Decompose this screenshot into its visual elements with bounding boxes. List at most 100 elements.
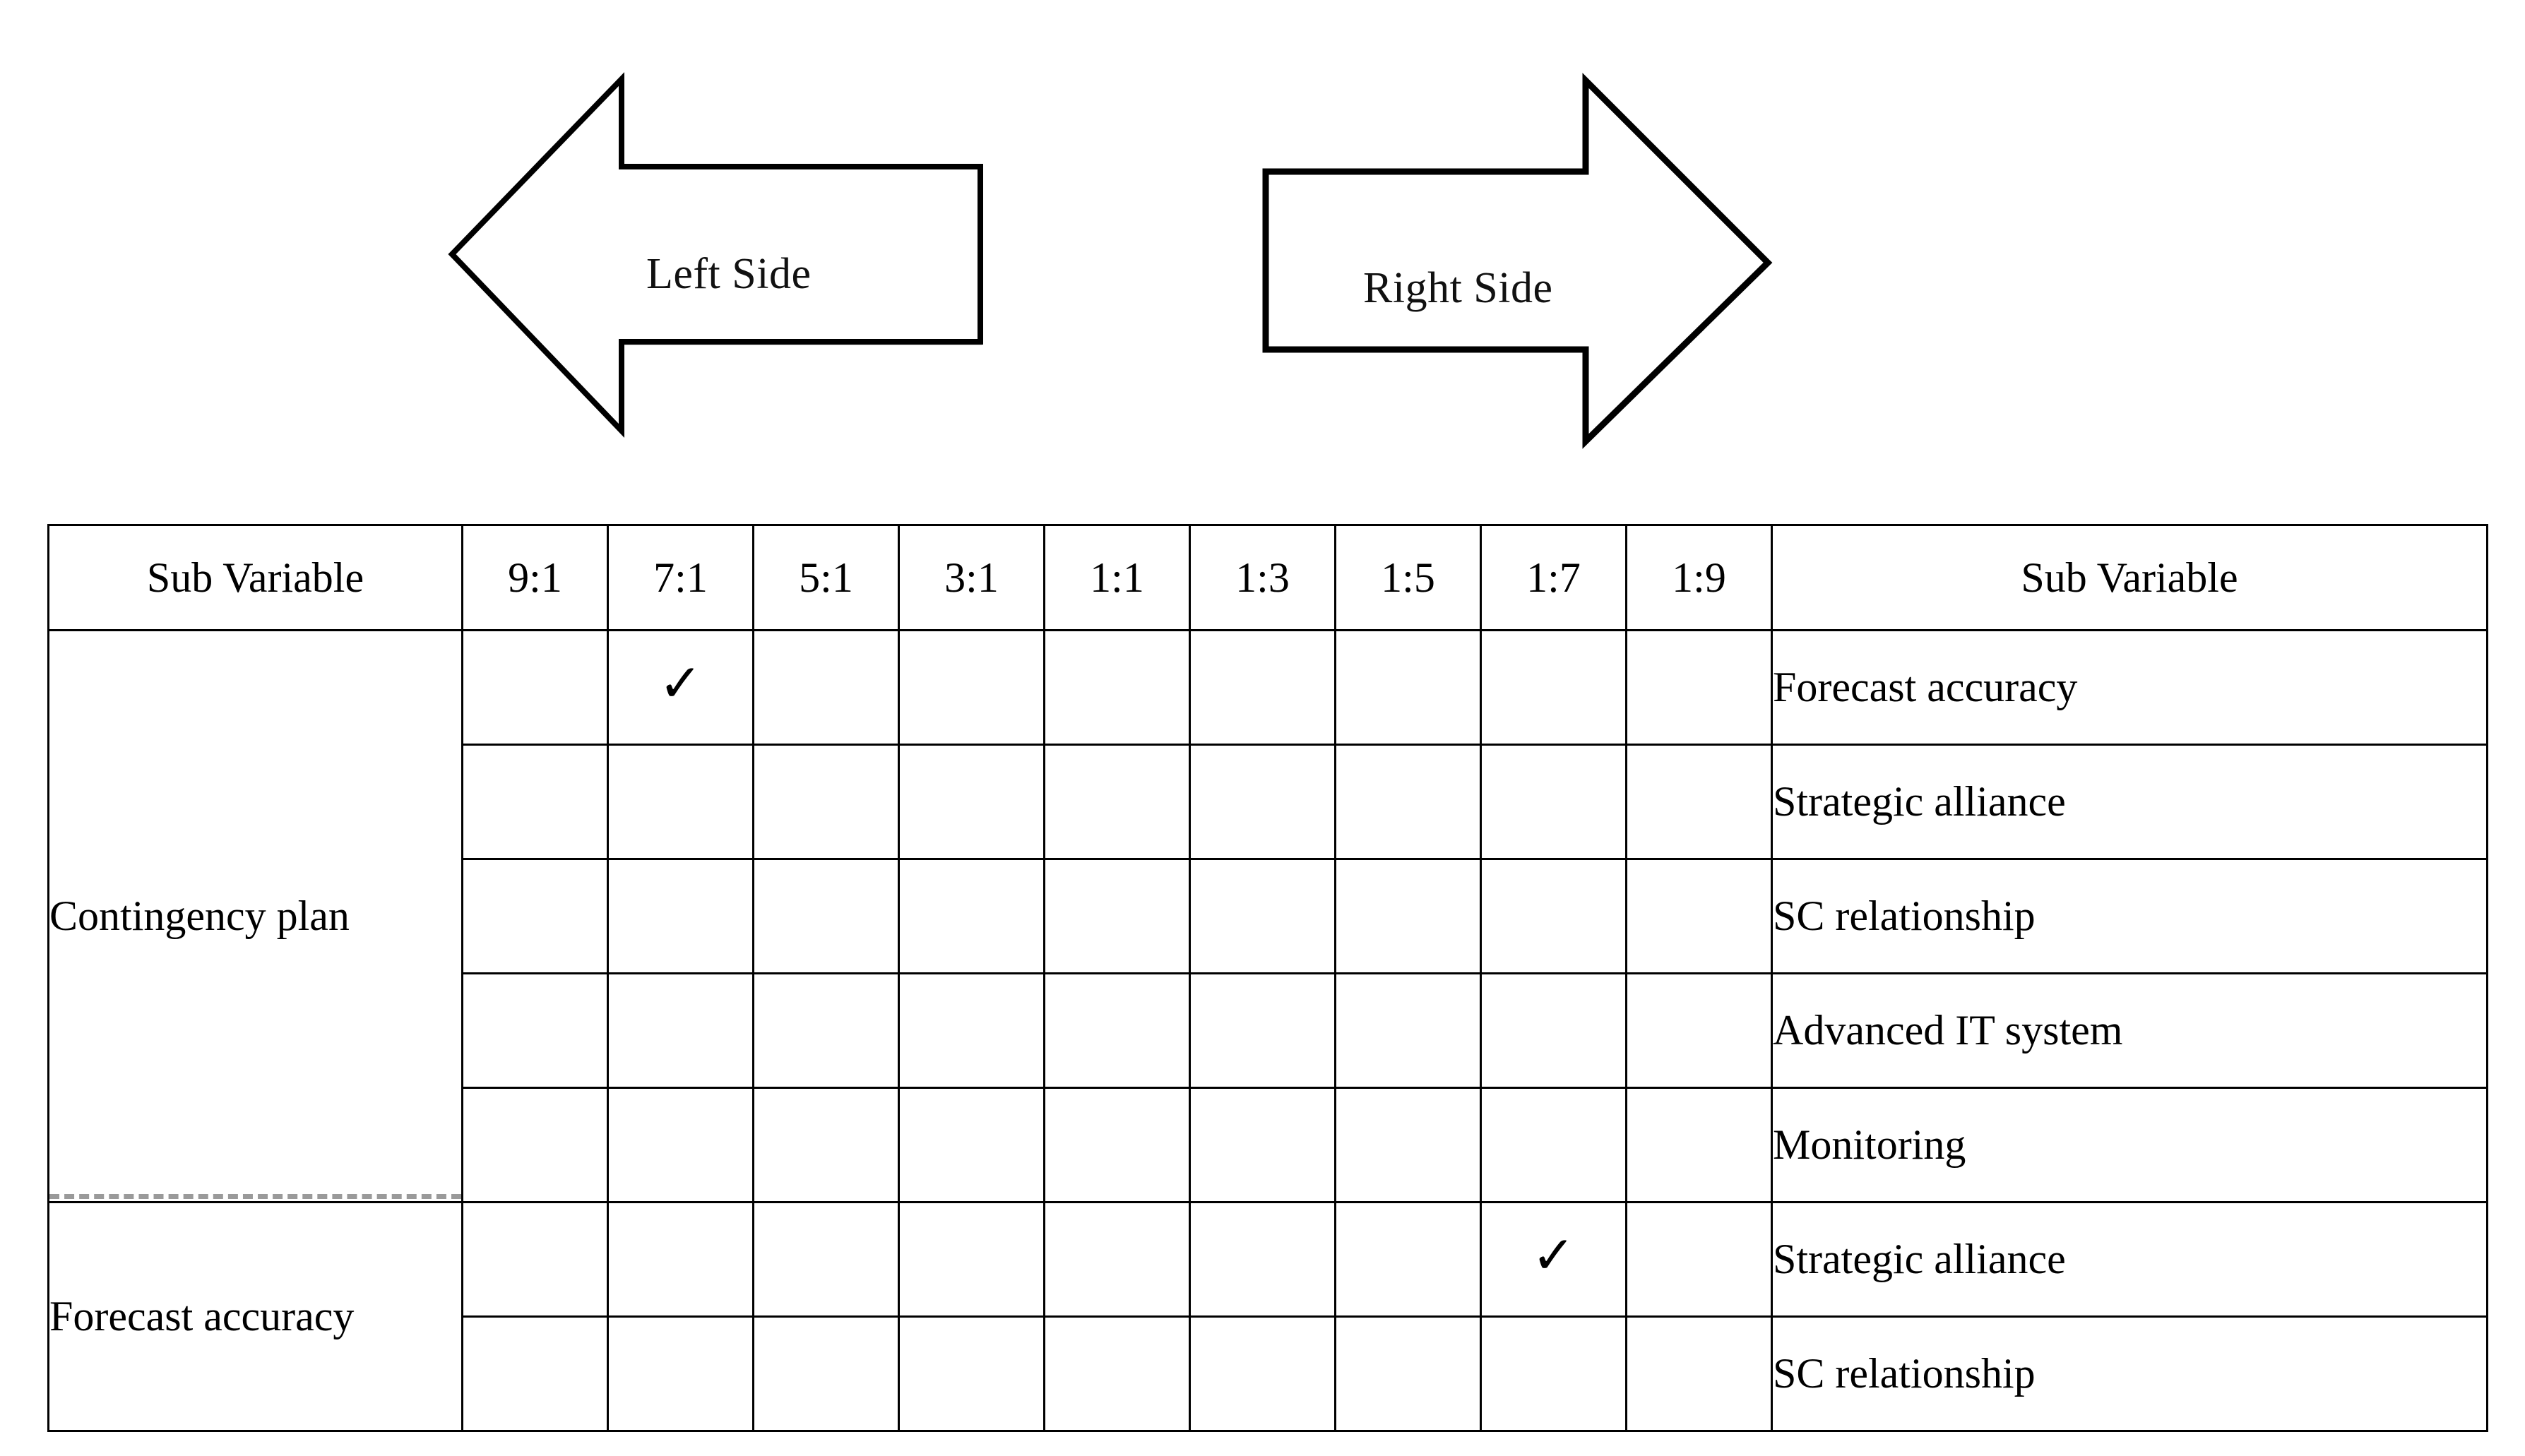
cell-r2-7-1[interactable] <box>607 858 754 974</box>
cell-r5-5-1[interactable] <box>752 1201 900 1318</box>
cell-r1-1-1[interactable] <box>1043 744 1191 860</box>
cell-r6-1-3[interactable] <box>1189 1315 1336 1432</box>
cell-r4-1-9[interactable] <box>1625 1087 1773 1203</box>
cell-r0-9-1[interactable] <box>461 629 609 746</box>
cell-r6-9-1[interactable] <box>461 1315 609 1432</box>
cell-r3-9-1[interactable] <box>461 972 609 1089</box>
cell-r6-7-1[interactable] <box>607 1315 754 1432</box>
cell-r6-1-5[interactable] <box>1334 1315 1482 1432</box>
cell-r1-5-1[interactable] <box>752 744 900 860</box>
table-row: Forecast accuracy ✓ Strategic alliance <box>47 1201 2488 1432</box>
cell-r3-1-1[interactable] <box>1043 972 1191 1089</box>
cell-r6-5-1[interactable] <box>752 1315 900 1432</box>
cell-r5-3-1[interactable] <box>898 1201 1045 1318</box>
right-var-row-3: Advanced IT system <box>1771 972 2488 1089</box>
header-ratio-5-1: 5:1 <box>752 524 900 631</box>
cell-r0-3-1[interactable] <box>898 629 1045 746</box>
cell-r3-5-1[interactable] <box>752 972 900 1089</box>
cell-r5-1-3[interactable] <box>1189 1201 1336 1318</box>
comparison-matrix: Sub Variable 9:1 7:1 5:1 3:1 1:1 1:3 1:5… <box>47 524 2488 1432</box>
cell-r4-3-1[interactable] <box>898 1087 1045 1203</box>
cell-r1-9-1[interactable] <box>461 744 609 860</box>
cell-r2-1-7[interactable] <box>1480 858 1627 974</box>
cell-r2-5-1[interactable] <box>752 858 900 974</box>
cell-r4-1-7[interactable] <box>1480 1087 1627 1203</box>
cell-r0-7-1[interactable]: ✓ <box>607 629 754 746</box>
arrow-left-icon <box>448 72 983 438</box>
header-ratio-1-5: 1:5 <box>1334 524 1482 631</box>
cell-r2-9-1[interactable] <box>461 858 609 974</box>
cell-r4-7-1[interactable] <box>607 1087 754 1203</box>
cell-r3-3-1[interactable] <box>898 972 1045 1089</box>
cell-r5-1-1[interactable] <box>1043 1201 1191 1318</box>
cell-r2-1-1[interactable] <box>1043 858 1191 974</box>
cell-r1-1-3[interactable] <box>1189 744 1336 860</box>
cell-r2-3-1[interactable] <box>898 858 1045 974</box>
header-ratio-3-1: 3:1 <box>898 524 1045 631</box>
cell-r2-1-9[interactable] <box>1625 858 1773 974</box>
table-header-row: Sub Variable 9:1 7:1 5:1 3:1 1:1 1:3 1:5… <box>47 524 2488 631</box>
cell-r4-5-1[interactable] <box>752 1087 900 1203</box>
cell-r4-1-3[interactable] <box>1189 1087 1336 1203</box>
cell-r6-1-7[interactable] <box>1480 1315 1627 1432</box>
left-group-forecast-accuracy: Forecast accuracy <box>47 1201 463 1432</box>
cell-r3-7-1[interactable] <box>607 972 754 1089</box>
cell-r5-1-7[interactable]: ✓ <box>1480 1201 1627 1318</box>
cell-r0-1-1[interactable] <box>1043 629 1191 746</box>
cell-r6-1-1[interactable] <box>1043 1315 1191 1432</box>
right-var-row-2: SC relationship <box>1771 858 2488 974</box>
right-var-row-1: Strategic alliance <box>1771 744 2488 860</box>
cell-r2-1-5[interactable] <box>1334 858 1482 974</box>
cell-r0-1-5[interactable] <box>1334 629 1482 746</box>
cell-r1-1-5[interactable] <box>1334 744 1482 860</box>
right-side-label: Right Side <box>1363 264 1553 312</box>
cell-r5-9-1[interactable] <box>461 1201 609 1318</box>
right-var-row-4: Monitoring <box>1771 1087 2488 1203</box>
pairwise-comparison-table: Sub Variable 9:1 7:1 5:1 3:1 1:1 1:3 1:5… <box>47 524 2488 1432</box>
right-var-row-0: Forecast accuracy <box>1771 629 2488 746</box>
header-ratio-7-1: 7:1 <box>607 524 754 631</box>
cell-r4-1-1[interactable] <box>1043 1087 1191 1203</box>
table-row: Strategic alliance <box>49 744 2488 860</box>
cell-r3-1-3[interactable] <box>1189 972 1336 1089</box>
table-row: SC relationship <box>49 1315 2488 1432</box>
cell-r1-3-1[interactable] <box>898 744 1045 860</box>
cell-r0-5-1[interactable] <box>752 629 900 746</box>
right-var-row-6: SC relationship <box>1771 1315 2488 1432</box>
right-var-row-5: Strategic alliance <box>1771 1201 2488 1318</box>
cell-r1-1-9[interactable] <box>1625 744 1773 860</box>
cell-r5-1-5[interactable] <box>1334 1201 1482 1318</box>
header-ratio-1-9: 1:9 <box>1625 524 1773 631</box>
cell-r0-1-7[interactable] <box>1480 629 1627 746</box>
cell-r1-1-7[interactable] <box>1480 744 1627 860</box>
cell-r0-1-9[interactable] <box>1625 629 1773 746</box>
table-row: Advanced IT system <box>49 972 2488 1089</box>
header-left-sub-variable: Sub Variable <box>47 524 463 631</box>
arrow-banner: Left Side Right Side <box>0 0 2525 494</box>
cell-r3-1-5[interactable] <box>1334 972 1482 1089</box>
table-row: SC relationship <box>49 858 2488 974</box>
left-group-contingency-plan: Contingency plan <box>47 629 463 1203</box>
check-icon: ✓ <box>1531 1224 1576 1286</box>
cell-r1-7-1[interactable] <box>607 744 754 860</box>
cell-r4-9-1[interactable] <box>461 1087 609 1203</box>
arrow-banner-graphics <box>448 72 1773 449</box>
cell-r5-7-1[interactable] <box>607 1201 754 1318</box>
table-row: Contingency plan ✓ Forecast accuracy <box>47 629 2488 1203</box>
left-side-label: Left Side <box>646 250 812 298</box>
cell-r4-1-5[interactable] <box>1334 1087 1482 1203</box>
cell-r3-1-7[interactable] <box>1480 972 1627 1089</box>
header-ratio-9-1: 9:1 <box>461 524 609 631</box>
cell-r2-1-3[interactable] <box>1189 858 1336 974</box>
header-ratio-1-1: 1:1 <box>1043 524 1191 631</box>
cell-r6-3-1[interactable] <box>898 1315 1045 1432</box>
arrow-right-icon <box>1262 73 1773 449</box>
check-icon: ✓ <box>658 652 703 714</box>
cell-r3-1-9[interactable] <box>1625 972 1773 1089</box>
cell-r0-1-3[interactable] <box>1189 629 1336 746</box>
table-row: Monitoring <box>49 1087 2488 1203</box>
cell-r6-1-9[interactable] <box>1625 1315 1773 1432</box>
cell-r5-1-9[interactable] <box>1625 1201 1773 1318</box>
header-right-sub-variable: Sub Variable <box>1771 524 2488 631</box>
header-ratio-1-7: 1:7 <box>1480 524 1627 631</box>
